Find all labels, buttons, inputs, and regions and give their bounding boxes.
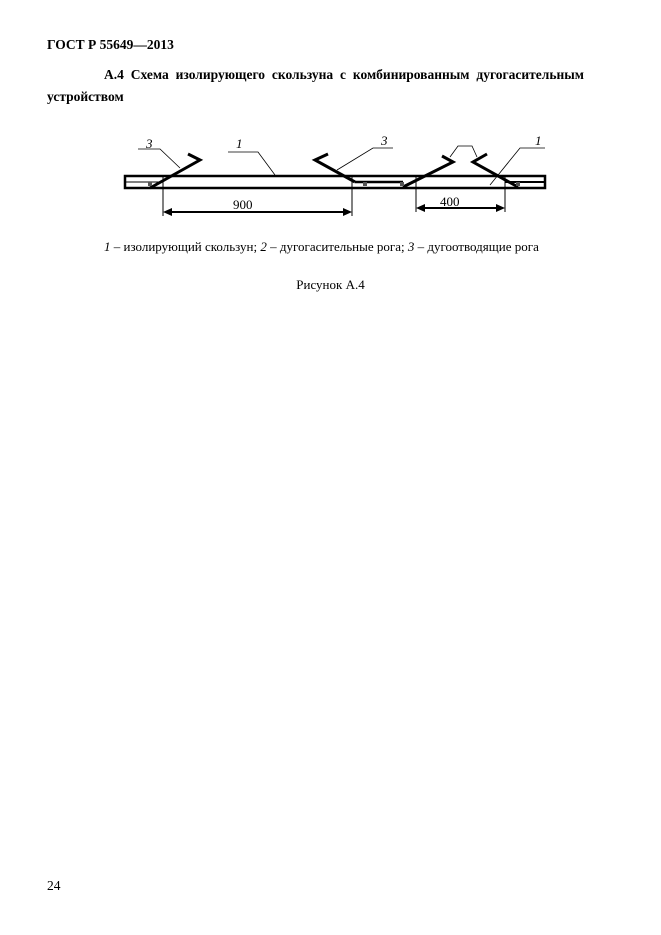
legend-text-2: – дугогасительные рога; [266,239,408,254]
page-number: 24 [47,878,61,893]
legend-text-1: – изолирующий скользун; [110,239,261,254]
label-3-mid: 3 [380,133,388,148]
section-title: А.4 Схема изолирующего скользуна с комби… [47,67,584,104]
dimension-400: 400 [440,194,460,209]
label-1-right: 1 [535,133,542,148]
document-header: ГОСТ Р 55649—2013 [47,37,174,52]
dimension-900: 900 [233,197,253,212]
arc-diverting-horn-left [149,152,204,190]
arc-diverting-horn-mid [311,152,356,184]
slider-body [123,174,547,190]
label-3-left: 3 [145,136,153,151]
figure-caption: Рисунок А.4 [296,277,365,292]
arc-extinguishing-horn-left [402,154,457,189]
legend-text-3: – дугоотводящие рога [414,239,539,254]
label-1-left: 1 [236,136,243,151]
legend-num-1: 1 [104,239,111,254]
legend-num-2: 2 [260,239,267,254]
legend-num-3: 3 [407,239,415,254]
figure-legend: 1 – изолирующий скользун; 2 – дугогасите… [104,239,539,255]
arc-extinguishing-horn-right [469,152,519,189]
